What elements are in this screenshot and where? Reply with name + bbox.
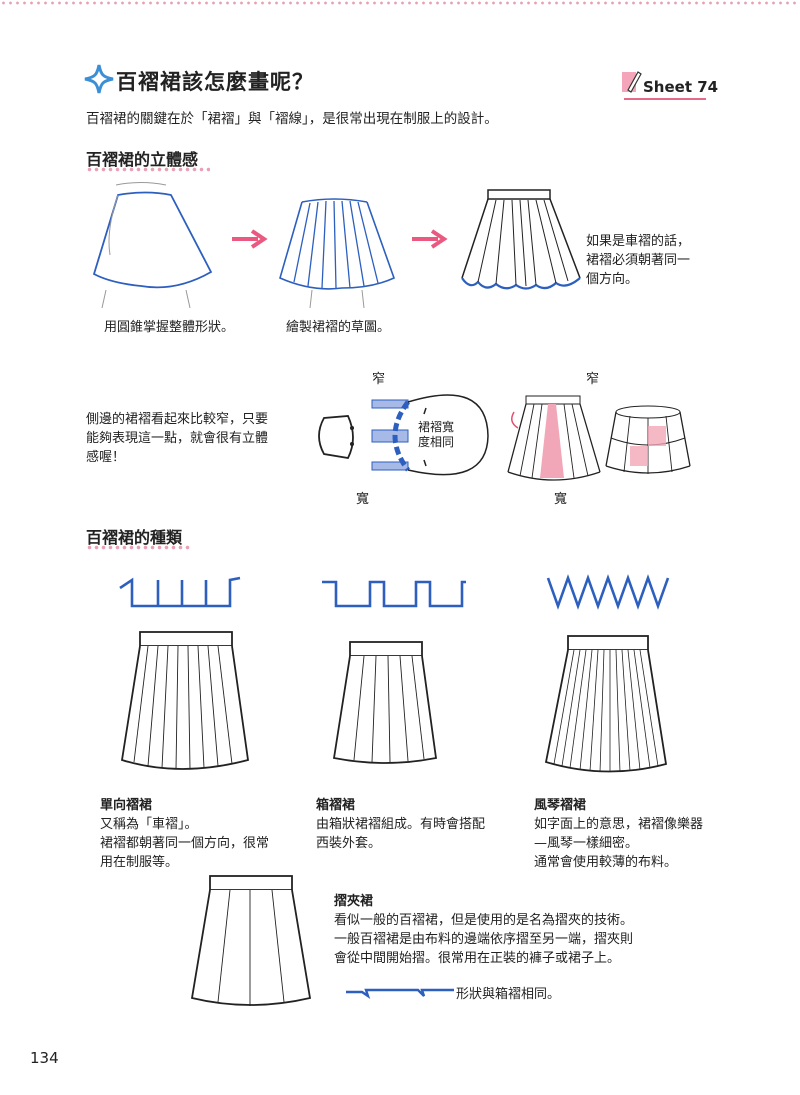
pencil-icon xyxy=(622,71,642,93)
skirt-inverted xyxy=(190,875,312,1006)
skirt-accordion xyxy=(544,635,668,773)
skirt-side-view xyxy=(507,395,601,481)
type-inverted: 摺夾裙 看似一般的百褶裙，但是使用的是名為摺夾的技術。 一般百褶裙是由布料的邊端… xyxy=(334,894,634,966)
skirt-box xyxy=(332,641,438,764)
type-accordion: 風琴褶裙 如字面上的意思，裙褶像樂器 —風琴一樣細密。 通常會使用較薄的布料。 xyxy=(534,798,704,870)
label-wide: 寬 xyxy=(356,492,370,507)
sparkle-icon xyxy=(84,64,114,94)
intro-text: 百褶裙的關鍵在於「裙褶」與「褶線」，是很常出現在制服上的設計。 xyxy=(86,111,498,127)
label-same-width: 裙褶寬 度相同 xyxy=(418,420,455,449)
sheet-number: Sheet 74 xyxy=(643,78,719,96)
type-oneway: 單向褶裙 又稱為「車褶」。 裙褶都朝著同一個方向，很常 用在制服等。 xyxy=(100,798,270,870)
label-narrow: 窄 xyxy=(372,372,386,387)
page-title: 百褶裙該怎麼畫呢？ xyxy=(116,70,314,94)
top-dotted-border xyxy=(0,0,800,6)
arrow-right-icon xyxy=(232,229,268,249)
skirt-grid-view xyxy=(605,405,691,474)
note-side-narrow: 側邊的裙褶看起來比較窄，只要 能夠表現這一點，就會很有立體 感喔！ xyxy=(86,412,269,465)
skirt-cone-sketch xyxy=(92,182,213,309)
type-box: 箱褶裙 由箱狀裙褶組成。有時會搭配 西裝外套。 xyxy=(316,798,486,851)
top-view-diagram xyxy=(318,394,489,476)
pleat-diagram-oneway xyxy=(119,576,241,608)
skirt-pleat-sketch xyxy=(279,198,395,309)
heading-dots-2 xyxy=(86,545,191,550)
label-narrow-2: 窄 xyxy=(586,372,600,387)
heading-dots xyxy=(86,167,210,172)
note-direction: 如果是車褶的話， 裙褶必須朝著同一 個方向。 xyxy=(586,234,691,287)
sheet-underline xyxy=(624,98,706,100)
pleat-diagram-inverted xyxy=(346,988,454,999)
pleat-diagram-accordion xyxy=(546,574,670,610)
section-heading-types: 百褶裙的種類 xyxy=(86,528,183,547)
caption-sketch: 繪製裙褶的草圖。 xyxy=(286,320,391,335)
section-heading-3d: 百褶裙的立體感 xyxy=(86,150,199,169)
label-wide-2: 寬 xyxy=(554,492,568,507)
skirt-oneway xyxy=(120,631,250,770)
arrow-right-icon-2 xyxy=(412,229,448,249)
pleat-diagram-box xyxy=(322,580,466,608)
shape-note: 形狀與箱褶相同。 xyxy=(456,987,561,1002)
page-number: 134 xyxy=(30,1049,59,1067)
caption-cone: 用圓錐掌握整體形狀。 xyxy=(104,320,235,335)
skirt-pleat-finished xyxy=(461,189,581,290)
